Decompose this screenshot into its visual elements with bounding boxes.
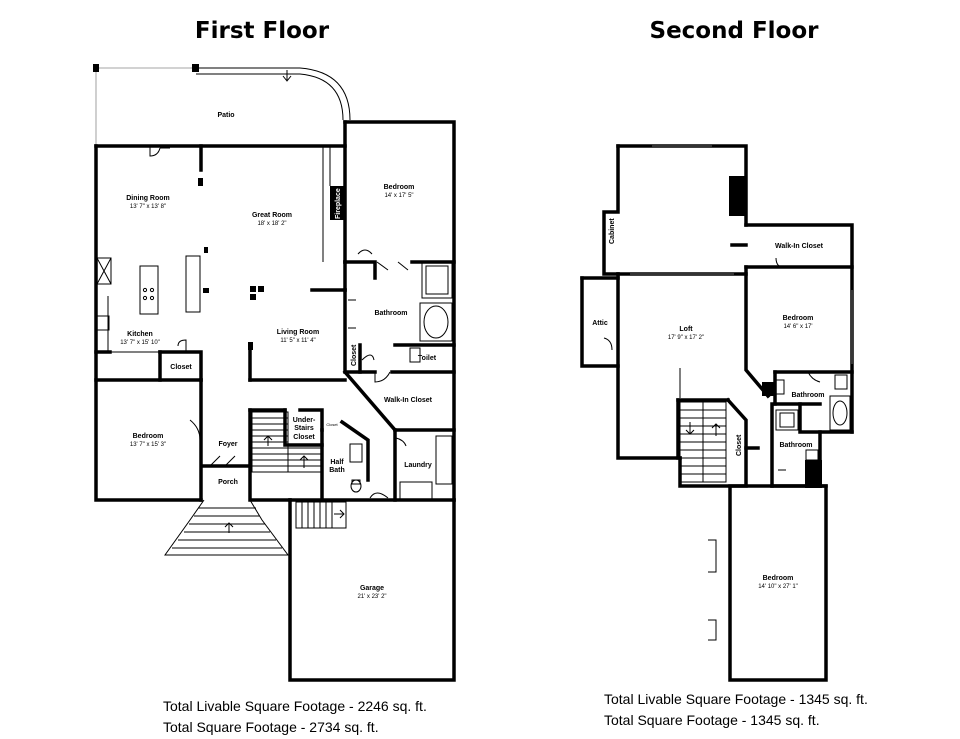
half-bath-fixtures xyxy=(349,435,453,501)
loft-dim: 17' 9" x 17' 2" xyxy=(668,335,704,341)
walk-in-closet-label: Walk-In Closet xyxy=(384,397,433,404)
post-block xyxy=(762,382,774,396)
sf-bedroom-e-label: Bedroom xyxy=(783,315,814,322)
second-floor-walls xyxy=(580,144,854,682)
bath-closet-label: Closet xyxy=(351,344,358,366)
cabinet-label: Cabinet xyxy=(609,218,616,244)
porch-label: Porch xyxy=(218,479,238,486)
small-closet-label: Closet xyxy=(326,422,338,427)
laundry-label: Laundry xyxy=(404,462,432,469)
foyer-label: Foyer xyxy=(218,441,237,448)
patio-area xyxy=(93,64,351,146)
fireplace-block xyxy=(330,186,346,220)
understairs-label-1: Under- xyxy=(293,417,316,424)
interior-posts xyxy=(198,146,331,350)
sf-walk-in-closet-label: Walk-In Closet xyxy=(775,243,824,250)
first-floor-total: Total Square Footage - 2734 sq. ft. xyxy=(163,719,379,735)
living-room-dim: 11' 5" x 11' 4" xyxy=(280,338,315,344)
understairs-label-3: Closet xyxy=(293,434,315,441)
garage-dim: 21' x 23' 2" xyxy=(357,594,386,600)
bedroom-sw-dim: 13' 7" x 15' 3" xyxy=(130,442,166,448)
master-bath-fixtures xyxy=(348,261,453,363)
sf-closet-label: Closet xyxy=(736,434,743,456)
half-bath-label-2: Bath xyxy=(329,467,345,474)
kitchen-fixtures xyxy=(96,255,201,353)
sf-bedroom-s-label: Bedroom xyxy=(763,575,794,582)
first-floor-livable-total: Total Livable Square Footage - 2246 sq. … xyxy=(163,698,427,714)
garage-label: Garage xyxy=(360,585,384,592)
second-floor-stairs xyxy=(679,401,727,483)
kitchen-closet-label: Closet xyxy=(170,364,192,371)
bedroom-ne-label: Bedroom xyxy=(384,184,415,191)
loft-label: Loft xyxy=(679,326,693,333)
sf-bathroom-label-2: Bathroom xyxy=(779,442,812,449)
bedroom-ne-dim: 14' x 17' 5" xyxy=(384,193,413,199)
second-floor-title: Second Floor xyxy=(650,18,820,44)
attic-label: Attic xyxy=(592,320,608,327)
first-floor-labels: Patio Dining Room 13' 7" x 13' 8" Great … xyxy=(120,112,437,600)
chimney-block xyxy=(729,176,746,216)
second-floor-livable-total: Total Livable Square Footage - 1345 sq. … xyxy=(604,691,868,707)
kitchen-dim: 13' 7" x 15' 10" xyxy=(120,340,160,346)
dining-room-label: Dining Room xyxy=(126,195,170,202)
chase-block xyxy=(805,460,822,488)
kitchen-label: Kitchen xyxy=(127,331,153,338)
second-floor-total: Total Square Footage - 1345 sq. ft. xyxy=(604,712,820,728)
toilet-label: Toilet xyxy=(418,355,437,362)
second-floor-fixtures xyxy=(603,145,853,641)
bathroom-label: Bathroom xyxy=(374,310,407,317)
first-floor-title: First Floor xyxy=(195,18,330,44)
living-room-label: Living Room xyxy=(277,329,319,336)
patio-label: Patio xyxy=(217,112,234,119)
sf-bedroom-e-dim: 14' 6" x 17' xyxy=(783,324,812,330)
understairs-label-2: Stairs xyxy=(294,425,314,432)
second-floor-plan: Second Floor xyxy=(580,18,868,728)
sf-bathroom-label-1: Bathroom xyxy=(791,392,824,399)
half-bath-label-1: Half xyxy=(330,459,344,466)
second-floor-labels: Cabinet Walk-In Closet Attic Loft 17' 9"… xyxy=(592,218,824,590)
great-room-dim: 18' x 18' 2" xyxy=(257,221,286,227)
fireplace-label: Fireplace xyxy=(335,188,342,219)
first-floor-plan: First Floor xyxy=(93,18,456,735)
bedroom-sw-label: Bedroom xyxy=(133,433,164,440)
dining-room-dim: 13' 7" x 13' 8" xyxy=(130,204,166,210)
sf-bedroom-s-dim: 14' 10" x 27' 1" xyxy=(758,584,798,590)
first-floor-stairs xyxy=(164,411,347,556)
door-swings xyxy=(149,147,409,499)
great-room-label: Great Room xyxy=(252,212,292,219)
